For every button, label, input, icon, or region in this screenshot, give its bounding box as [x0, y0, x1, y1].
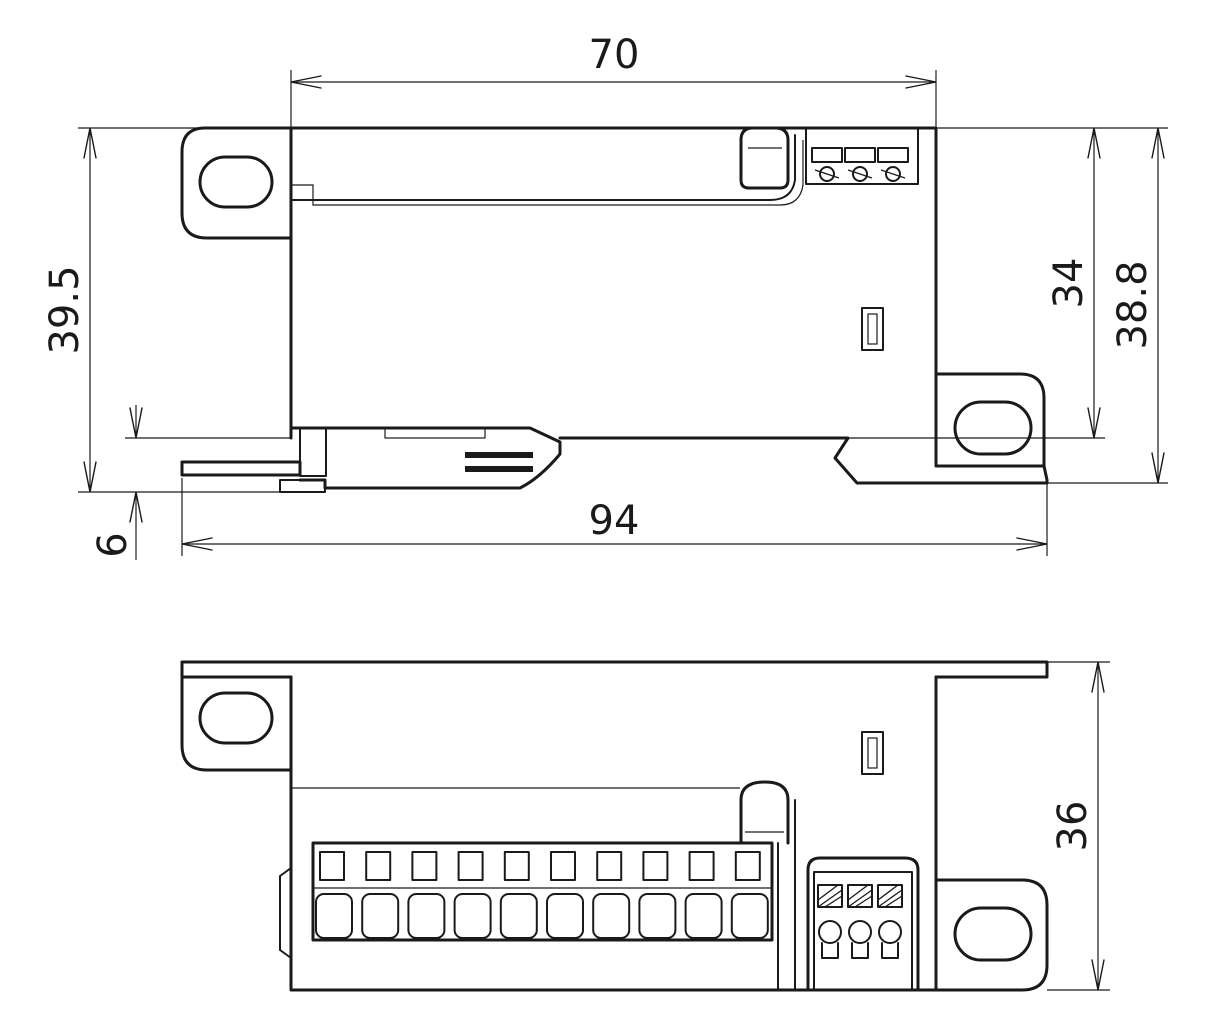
clip-grip-2 [465, 466, 533, 472]
terminal-pin-window [365, 851, 392, 881]
latch-window [861, 307, 884, 351]
dim-34: 34 [1046, 258, 1092, 309]
terminal-pin-clamp [684, 893, 723, 939]
terminal-pin-window [642, 851, 669, 881]
bottom-terminal-block [806, 856, 920, 992]
left-mounting-slot [198, 155, 274, 209]
terminal-pin-window [503, 851, 530, 881]
terminal-pin-clamp [730, 893, 769, 939]
terminal-pin-clamp [638, 893, 677, 939]
terminal-pin-window [550, 851, 576, 881]
dim-38-8: 38.8 [1110, 260, 1156, 349]
left-mounting-flange [180, 126, 293, 240]
clip-grip-1 [465, 452, 533, 458]
terminal-pin-clamp [315, 893, 353, 939]
terminal-pin-window [319, 851, 345, 881]
terminal-pin-clamp [407, 893, 446, 939]
dim-6: 6 [90, 532, 136, 557]
inner-channel [291, 140, 804, 206]
bottom-locking-tab [739, 780, 790, 845]
dim-94: 94 [589, 498, 640, 544]
bottom-right-flange [934, 878, 1049, 992]
terminal-pin-clamp [453, 893, 492, 939]
bottom-view [180, 660, 1049, 992]
bottom-dimensions: 36 [1047, 661, 1110, 991]
locking-tab [739, 126, 790, 190]
dim-39-5: 39.5 [42, 265, 88, 354]
terminal-strip [311, 841, 774, 942]
bottom-right-slot [953, 906, 1033, 962]
bottom-latch-window [861, 731, 884, 775]
right-mounting-slot [953, 400, 1033, 456]
terminal-pin-clamp [546, 893, 584, 939]
top-dimensions: 70 94 39.5 6 34 38.8 [42, 32, 1168, 560]
top-view [180, 126, 1049, 493]
top-terminal-block [805, 127, 919, 185]
terminal-pin-clamp [499, 893, 538, 939]
bottom-left-flange [180, 675, 293, 772]
dim-70: 70 [589, 32, 640, 78]
latch-window-inner [867, 313, 878, 345]
terminal-pin-window [411, 851, 438, 881]
side-tab [279, 867, 292, 959]
terminal-pin-window [596, 851, 623, 881]
terminal-pin-clamp [361, 893, 400, 939]
bottom-left-slot [198, 691, 274, 745]
channel-wall [292, 134, 796, 201]
main-body-outline [289, 126, 1049, 485]
terminal-pin-window [457, 851, 484, 881]
dim-36: 36 [1050, 801, 1096, 852]
terminal-pin-window [734, 851, 761, 881]
terminal-pin-window [688, 851, 715, 881]
right-mounting-flange [934, 372, 1046, 468]
din-clip [180, 426, 562, 493]
terminal-pin-clamp [592, 893, 631, 939]
bottom-body-outline [289, 675, 938, 992]
terminal-pins [315, 851, 769, 939]
top-rail [180, 660, 1049, 679]
